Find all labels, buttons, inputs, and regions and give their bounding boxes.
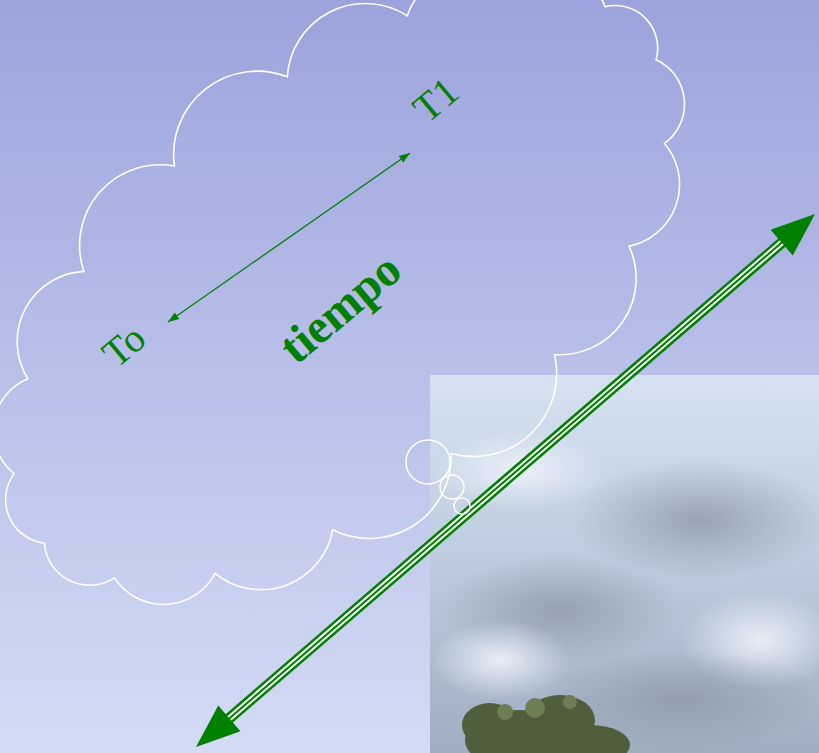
arrowhead [168,312,179,322]
thought-bubble [440,475,464,499]
time-axis-arrow [196,214,815,747]
sky-photo [430,375,819,753]
time-start-label: To [95,317,153,374]
arrowhead [399,153,410,163]
thought-bubble [454,498,470,514]
time-title: tiempo [270,244,409,372]
thought-bubble [406,440,450,484]
thought-cloud: To tiempo T1 [0,0,700,600]
time-end-label: T1 [406,70,466,129]
cloud-outline [0,0,684,604]
